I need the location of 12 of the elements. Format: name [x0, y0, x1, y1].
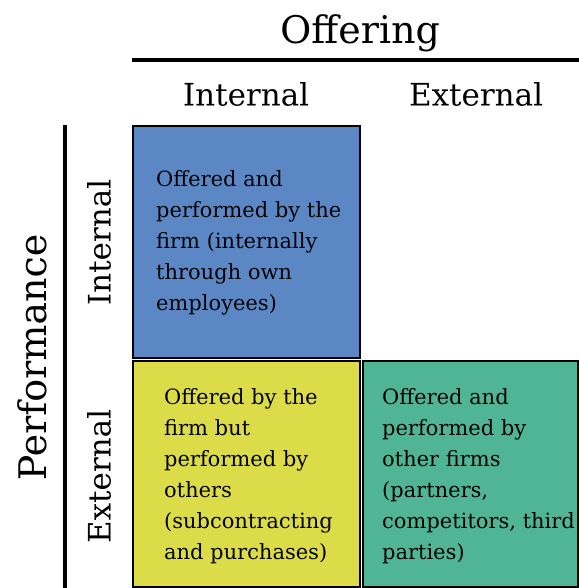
column-header: Internal	[182, 80, 310, 112]
matrix-cell	[132, 125, 361, 359]
cell-text: Offered and performed by other firms (partners, competitors, third parties)	[382, 384, 576, 566]
axis-title: Performance	[14, 234, 52, 480]
matrix-cell	[132, 360, 361, 588]
axis-title: Offering	[280, 11, 440, 49]
matrix-cell	[362, 360, 579, 588]
row-header: External	[86, 408, 116, 544]
cell-text: Offered and performed by the firm (internally through own employees)	[156, 166, 342, 317]
column-header: External	[408, 80, 544, 112]
cell-text: Offered by the firm but performed by others (subcontracting and purchases)	[164, 384, 334, 566]
row-header: Internal	[86, 178, 116, 306]
